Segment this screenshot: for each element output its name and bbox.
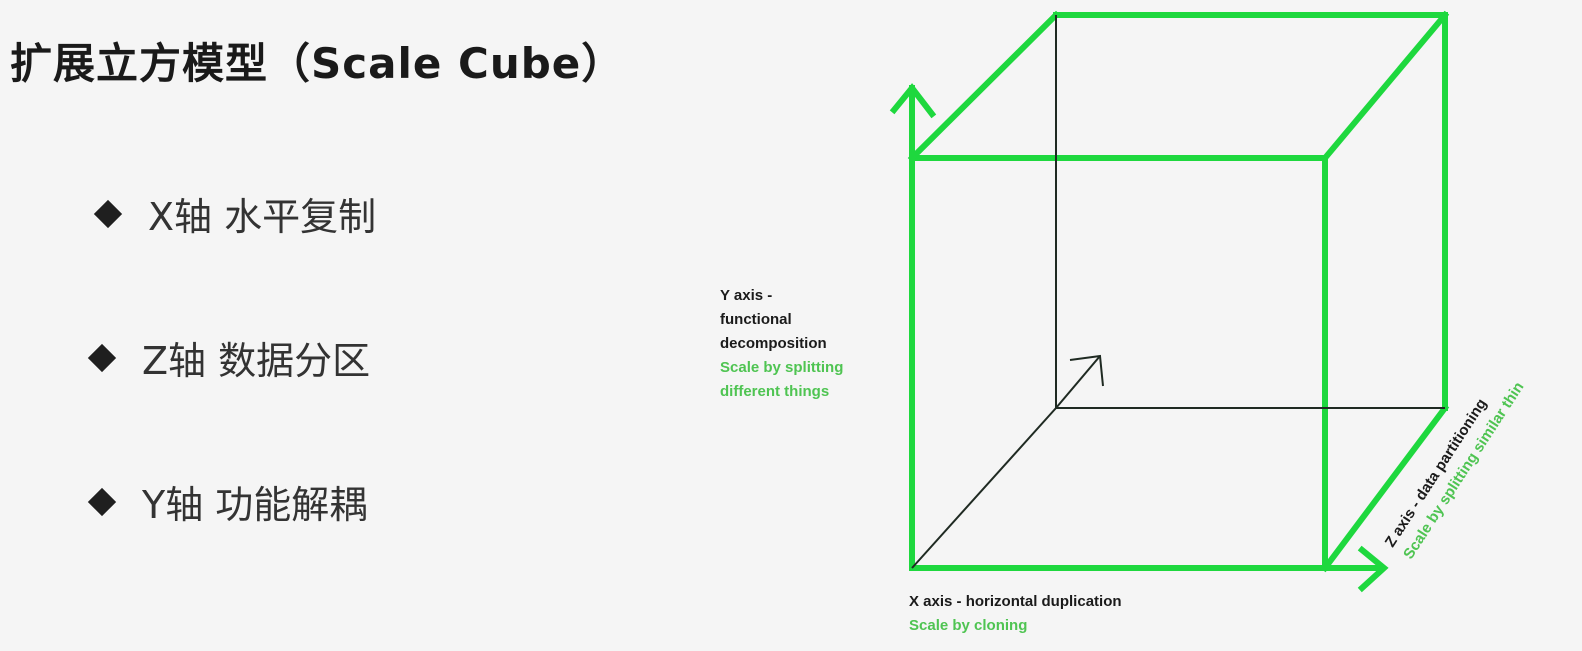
bullet-text: X轴 水平复制 <box>148 195 377 239</box>
y-axis-name-line: Y axis - <box>720 287 773 304</box>
cube-hidden-edge-diagonal <box>911 407 1057 569</box>
inner-z-arrow-head-icon <box>1069 354 1104 387</box>
bullet-x-axis: X轴 水平复制 <box>92 186 376 241</box>
inner-z-arrow-shaft <box>1055 355 1101 409</box>
y-axis-label: Y axis - functional decomposition Scale … <box>720 284 843 404</box>
bullet-z-axis: Z轴 数据分区 <box>86 330 370 385</box>
cube-edge-top-left <box>907 10 1061 163</box>
slide-title: 扩展立方模型（Scale Cube） <box>10 39 625 88</box>
y-axis-desc-line: Scale by splitting <box>720 359 844 376</box>
x-axis-label: X axis - horizontal duplication Scale by… <box>909 590 1122 638</box>
bullet-y-axis: Y轴 功能解耦 <box>86 474 367 529</box>
y-axis-name-line: decomposition <box>720 335 827 352</box>
cube-front-face <box>909 155 1328 571</box>
y-axis-name-line: functional <box>720 311 792 328</box>
x-axis-name: X axis - horizontal duplication <box>909 593 1122 610</box>
y-axis-arrow-head-icon <box>889 83 937 119</box>
y-axis-desc-line: different things <box>720 383 830 400</box>
cube-edge-bottom-right <box>1320 403 1450 573</box>
bullet-text: Y轴 功能解耦 <box>142 483 368 527</box>
x-axis-desc: Scale by cloning <box>909 617 1028 634</box>
x-axis-arrow-head-icon <box>1357 545 1389 593</box>
bullet-text: Z轴 数据分区 <box>142 339 371 383</box>
cube-edge-top-right <box>1320 10 1450 163</box>
